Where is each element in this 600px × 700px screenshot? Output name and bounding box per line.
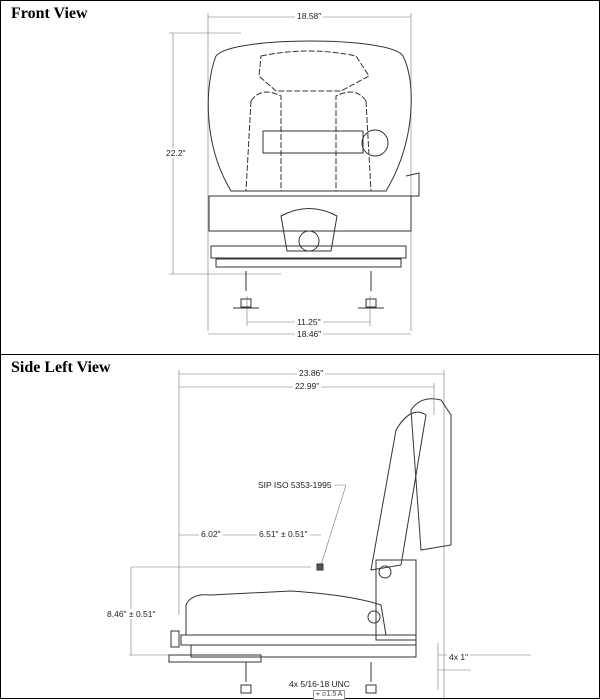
front-view-panel: Front View 18.58" 22.2" 11.25" 18.46": [0, 0, 600, 355]
dim-top-width: 18.58": [295, 11, 324, 21]
dim-base-width: 18.46": [295, 329, 324, 339]
dim-stud-length: 4x 1": [447, 652, 471, 662]
side-view-drawing: [129, 370, 531, 700]
side-view-panel: Side Left View 23.86" 22.99" SIP ISO 535…: [0, 354, 600, 700]
dim-height: 22.2": [164, 148, 188, 158]
dim-mount-spacing: 11.25": [295, 317, 323, 327]
sip-label: SIP ISO 5353-1995: [256, 480, 334, 490]
front-view-drawing: [169, 13, 420, 335]
dim-stud-thread: 4x 5/16-18 UNC: [287, 679, 352, 689]
side-view-title: Side Left View: [11, 359, 111, 376]
front-view-title: Front View: [11, 5, 88, 22]
dim-sip-height: 8.46" ± 0.51": [105, 609, 158, 619]
dim-front-to-sip: 6.02": [199, 529, 223, 539]
dim-sip-adjust: 6.51" ± 0.51": [257, 529, 310, 539]
dim-length: 22.99": [293, 381, 322, 391]
dim-overall-length: 23.86": [297, 368, 326, 378]
